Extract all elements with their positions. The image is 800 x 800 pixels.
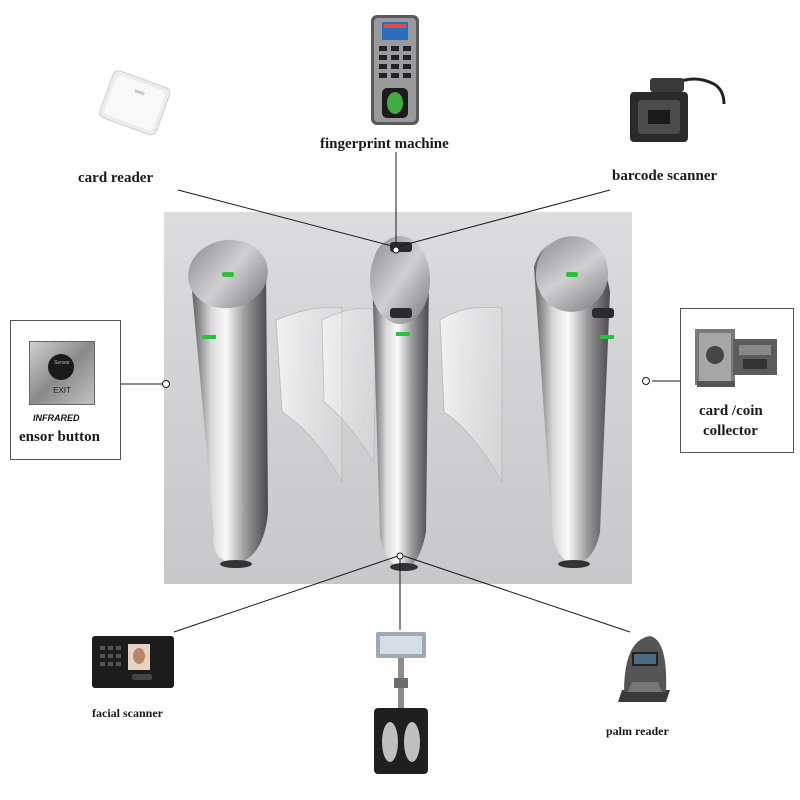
turnstile-pillar-right <box>534 236 614 568</box>
foot-scanner-stand-image <box>366 628 436 778</box>
palm-reader-label: palm reader <box>606 724 669 738</box>
card-reader-image <box>90 60 180 150</box>
sensor-button-label-top: INFRARED <box>33 413 80 423</box>
coin-collector-image <box>689 319 787 395</box>
turnstile-pillar-center <box>370 236 430 571</box>
sensor-plate-top-text: Sensor <box>54 360 70 366</box>
sensor-eye-icon <box>48 354 74 380</box>
coin-collector-label-line1: card /coin <box>699 403 763 419</box>
facial-scanner-image <box>92 636 176 690</box>
glass-flap-right <box>439 306 503 484</box>
line-palm <box>403 555 631 633</box>
card-reader-label: card reader <box>78 170 154 186</box>
facial-scanner-label: facial scanner <box>92 706 163 720</box>
barcode-scanner-image <box>624 64 728 148</box>
turnstile-panel <box>164 212 632 584</box>
sensor-plate-bottom-text: EXIT <box>53 386 71 395</box>
turnstile-pillar-left <box>188 239 268 568</box>
glass-flap-center-left <box>321 307 377 464</box>
sensor-button-label: ensor button <box>19 429 100 445</box>
fingerprint-machine-label: fingerprint machine <box>320 136 449 152</box>
palm-reader-image <box>606 632 676 708</box>
line-card-reader <box>177 189 393 247</box>
barcode-scanner-label: barcode scanner <box>612 168 718 184</box>
line-facial <box>173 555 399 633</box>
coin-collector-box: card /coin collector <box>680 308 794 453</box>
sensor-button-plate: Sensor EXIT <box>29 341 95 405</box>
coin-collector-label-line2: collector <box>703 423 758 439</box>
fingerprint-machine-image <box>370 14 420 126</box>
sensor-button-box: Sensor EXIT INFRARED ensor button <box>10 320 121 460</box>
turnstile-illustration <box>188 236 614 571</box>
line-barcode <box>399 189 611 247</box>
